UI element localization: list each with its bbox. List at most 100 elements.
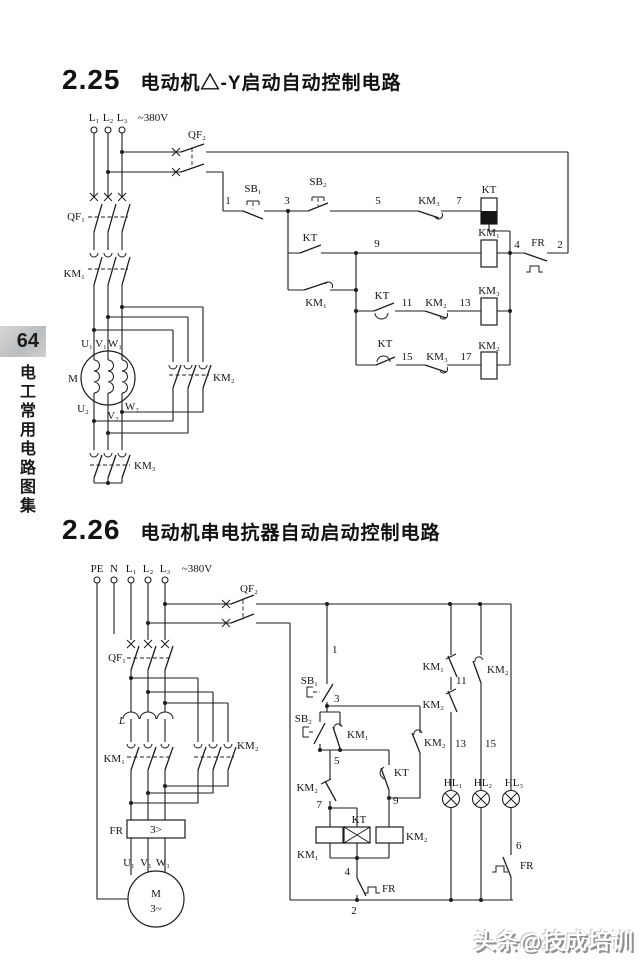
section-number: 2.26 xyxy=(62,514,121,545)
label-V₁: V₁ xyxy=(140,857,152,869)
mechanical-links xyxy=(88,148,319,466)
fr-thermal-relay-box xyxy=(126,819,186,839)
label-13: 13 xyxy=(460,297,472,309)
label-KM₁: KM₁ xyxy=(305,297,327,309)
label-KM₃: KM₃ xyxy=(134,460,156,472)
label-KM₁: KM₁ xyxy=(297,849,319,861)
wires xyxy=(93,133,569,484)
label-~380V: ~380V xyxy=(182,563,212,575)
label-11: 11 xyxy=(456,675,467,687)
label-~380V: ~380V xyxy=(138,112,168,124)
label-KT: KT xyxy=(352,814,367,826)
label-5: 5 xyxy=(334,755,340,767)
section-title: 电动机串电抗器自动启动控制电路 xyxy=(140,523,441,544)
label-15: 15 xyxy=(485,738,497,750)
label-KM₃: KM₃ xyxy=(418,195,440,207)
contact-blades xyxy=(130,594,512,897)
label-KM₂: KM₂ xyxy=(424,737,446,749)
label-KM₃: KM₃ xyxy=(478,285,500,297)
label-HL₁: HL₁ xyxy=(444,777,463,789)
label-4: 4 xyxy=(514,239,520,251)
contact-arcs xyxy=(122,653,508,894)
label-PE: PE xyxy=(91,563,104,575)
km2-coil xyxy=(375,826,404,844)
kt-coil-x xyxy=(343,826,371,844)
label-2: 2 xyxy=(351,905,357,917)
section-title: 电动机△-Y启动自动控制电路 xyxy=(140,73,402,94)
label-U₁: U₁ xyxy=(81,338,93,350)
label-3: 3 xyxy=(284,195,290,207)
label-HL₂: HL₂ xyxy=(474,777,493,789)
label-KM₂: KM₂ xyxy=(422,699,444,711)
breaker-x-marks xyxy=(126,599,231,649)
motor-windings xyxy=(93,359,128,394)
label-L₃: L₃ xyxy=(160,563,171,575)
label-11: 11 xyxy=(402,297,413,309)
label-L₃: L₃ xyxy=(117,112,128,124)
label-L: L xyxy=(118,715,125,727)
label-V₂: V₂ xyxy=(107,410,119,422)
label-KT: KT xyxy=(303,232,318,244)
label-L₁: L₁ xyxy=(89,112,100,124)
label-W₂: W₂ xyxy=(125,401,139,413)
label-KT: KT xyxy=(378,338,393,350)
label-SB₂: SB₂ xyxy=(295,713,312,725)
label-KM₂: KM₂ xyxy=(406,831,428,843)
indicator-lamps xyxy=(441,789,521,809)
breaker-x-marks xyxy=(89,147,181,202)
label-FR: FR xyxy=(382,883,396,895)
label-QF₁: QF₁ xyxy=(108,652,126,664)
label-KM₁: KM₁ xyxy=(347,729,369,741)
km2-coil xyxy=(480,351,498,380)
label-4: 4 xyxy=(345,866,351,878)
label-L₂: L₂ xyxy=(103,112,114,124)
label-9: 9 xyxy=(374,238,380,250)
page-number: 64 xyxy=(16,330,39,352)
label-15: 15 xyxy=(402,351,414,363)
label-QF₂: QF₂ xyxy=(188,129,206,141)
contact-arcs xyxy=(89,196,543,458)
label-KT: KT xyxy=(375,290,390,302)
contact-blades xyxy=(93,143,548,479)
label-W₁: W₁ xyxy=(108,338,122,350)
label-SB₁: SB₁ xyxy=(301,675,318,687)
label-L₁: L₁ xyxy=(126,563,137,575)
label-M: M xyxy=(68,373,78,385)
label-KM₁: KM₁ xyxy=(478,227,500,239)
junction-dots xyxy=(92,150,512,485)
label-N: N xyxy=(110,563,118,575)
label-L₂: L₂ xyxy=(143,563,154,575)
watermark: 头条@技成培训 xyxy=(473,929,634,954)
label-6: 6 xyxy=(516,840,522,852)
label-FR: FR xyxy=(520,860,534,872)
label-KM₂: KM₂ xyxy=(425,297,447,309)
label-KT: KT xyxy=(482,184,497,196)
section-heading-2-26: 2.26 电动机串电抗器自动启动控制电路 xyxy=(62,514,441,546)
km1-coil xyxy=(480,239,498,268)
label-2: 2 xyxy=(557,239,563,251)
label-W₁: W₁ xyxy=(156,857,170,869)
label-KM₂: KM₂ xyxy=(487,664,509,676)
label-KM₁: KM₁ xyxy=(422,661,444,673)
label-QF₂: QF₂ xyxy=(240,583,258,595)
label-17: 17 xyxy=(461,351,473,363)
label-1: 1 xyxy=(332,644,338,656)
label-3>: 3> xyxy=(150,824,162,836)
km3-coil xyxy=(480,297,498,326)
label-KM₂: KM₂ xyxy=(237,740,259,752)
sidebar-book-title: 电工常用电路图集 xyxy=(17,364,34,516)
km1-coil xyxy=(315,826,344,844)
label-KM₃: KM₃ xyxy=(426,351,448,363)
label-5: 5 xyxy=(375,195,381,207)
label-13: 13 xyxy=(455,738,467,750)
coils xyxy=(315,826,404,844)
motor-symbol xyxy=(127,870,185,928)
page-number-tab: 64 xyxy=(0,326,46,357)
label-KM₁: KM₁ xyxy=(63,268,85,280)
label-3: 3 xyxy=(334,693,340,705)
coils xyxy=(480,197,498,380)
label-KM₂: KM₂ xyxy=(296,782,318,794)
